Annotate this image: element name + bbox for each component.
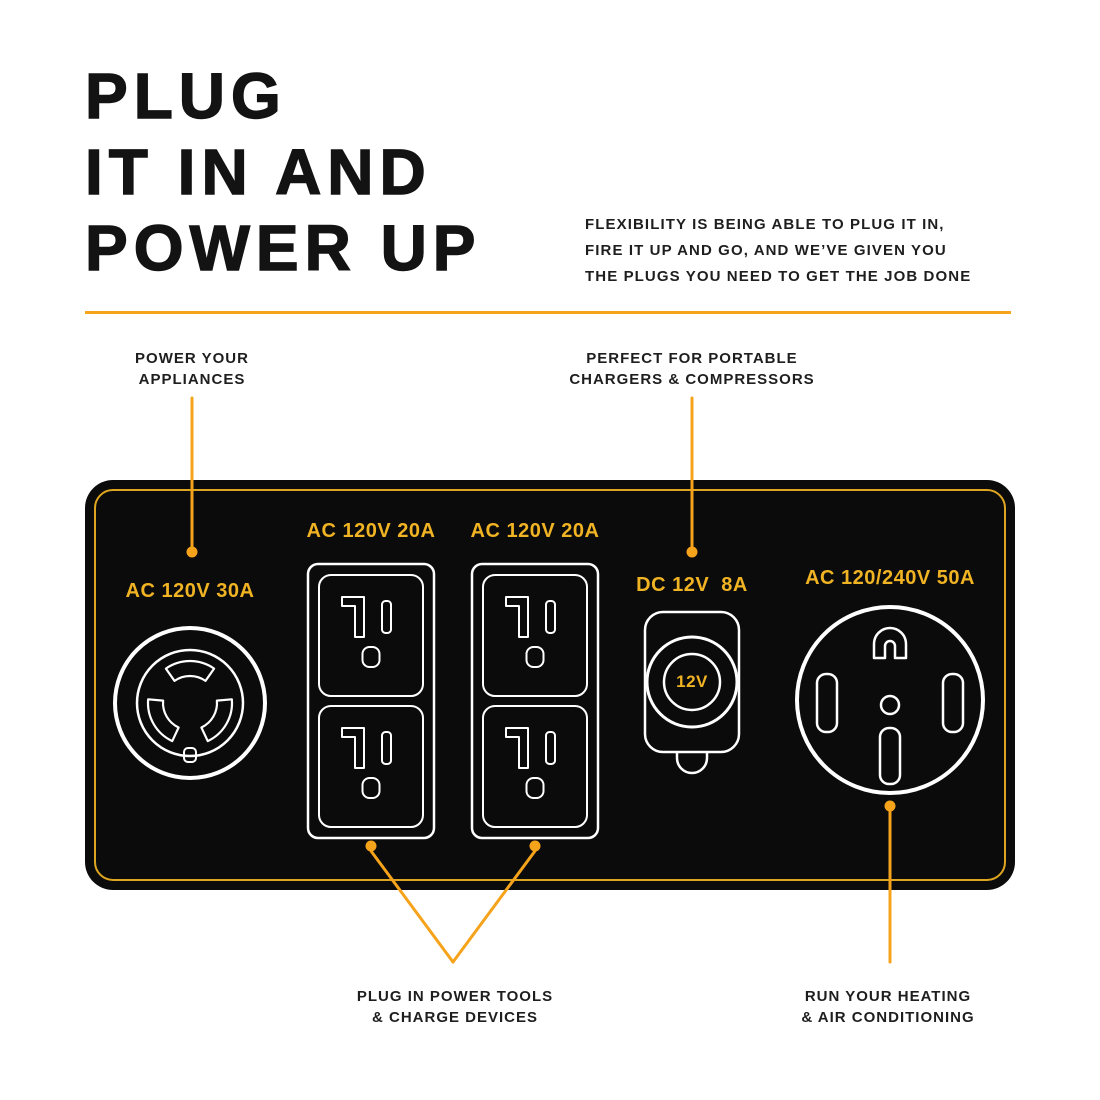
label-ac-120v-30a: AC 120V 30A bbox=[125, 580, 255, 602]
label-ac-120v-20a-left: AC 120V 20A bbox=[306, 520, 436, 542]
neutral-t-slot bbox=[505, 727, 529, 769]
intro-text: FLEXIBILITY IS BEING ABLE TO PLUG IT IN,… bbox=[585, 212, 971, 290]
neutral-slot bbox=[878, 726, 902, 786]
dc-inner-ring bbox=[662, 652, 722, 712]
dc-outer-ring bbox=[645, 635, 739, 729]
hot-slot bbox=[545, 731, 556, 765]
twist-lock-slots bbox=[146, 659, 234, 743]
ground-hole bbox=[525, 646, 545, 668]
callout-line: PLUG IN POWER TOOLS bbox=[356, 988, 554, 1005]
callout-line: PERFECT FOR PORTABLE bbox=[586, 350, 798, 367]
hot-slot bbox=[381, 600, 392, 634]
duplex-frame bbox=[470, 562, 600, 840]
dc-cover-tab bbox=[675, 752, 709, 775]
callout-line: POWER YOUR bbox=[135, 350, 249, 367]
callout-power-appliances: POWER YOUR APPLIANCES bbox=[92, 348, 292, 390]
callout-power-tools: PLUG IN POWER TOOLS & CHARGE DEVICES bbox=[330, 986, 580, 1028]
label-ac-120-240v-50a: AC 120/240V 50A bbox=[805, 567, 975, 589]
divider-rule bbox=[85, 311, 1011, 314]
label-ac-120v-20a-right: AC 120V 20A bbox=[470, 520, 600, 542]
title-line-3: POWER UP bbox=[84, 211, 482, 284]
outlet-panel: AC 120V 30A AC 120V 20A AC 120V 20A DC 1… bbox=[85, 480, 1015, 890]
hot-slot bbox=[381, 731, 392, 765]
page-title: PLUG IT IN AND POWER UP bbox=[84, 58, 482, 286]
ground-hole bbox=[525, 777, 545, 799]
receptacle-bottom bbox=[318, 705, 424, 828]
dc-cover-plate bbox=[643, 610, 741, 754]
callout-line: RUN YOUR HEATING bbox=[804, 988, 972, 1005]
ground-hole bbox=[361, 646, 381, 668]
receptacle-bottom bbox=[482, 705, 588, 828]
keyway-notch bbox=[183, 747, 197, 763]
hot-slot-left bbox=[815, 672, 839, 734]
callout-line: APPLIANCES bbox=[138, 371, 246, 388]
intro-line-3: THE PLUGS YOU NEED TO GET THE JOB DONE bbox=[585, 268, 972, 285]
ground-slot bbox=[872, 626, 908, 660]
dc-outlet-12v-text: 12V bbox=[676, 672, 708, 691]
neutral-t-slot bbox=[505, 596, 529, 638]
title-line-2: IT IN AND bbox=[84, 135, 432, 208]
twist-lock-outlet-icon bbox=[113, 626, 267, 780]
intro-line-1: FLEXIBILITY IS BEING ABLE TO PLUG IT IN, bbox=[585, 216, 945, 233]
receptacle-top bbox=[482, 574, 588, 697]
duplex-frame bbox=[306, 562, 436, 840]
neutral-t-slot bbox=[341, 727, 365, 769]
callout-line: & CHARGE DEVICES bbox=[371, 1009, 539, 1026]
callout-portable-chargers: PERFECT FOR PORTABLE CHARGERS & COMPRESS… bbox=[567, 348, 817, 390]
hot-slot-right bbox=[941, 672, 965, 734]
neutral-t-slot bbox=[341, 596, 365, 638]
intro-line-2: FIRE IT UP AND GO, AND WE’VE GIVEN YOU bbox=[585, 242, 947, 259]
duplex-outlet-right-icon bbox=[470, 562, 600, 840]
callout-heating-ac: RUN YOUR HEATING & AIR CONDITIONING bbox=[763, 986, 1013, 1028]
range-50a-outlet-icon bbox=[795, 605, 985, 795]
callout-line: & AIR CONDITIONING bbox=[801, 1009, 975, 1026]
ground-hole bbox=[361, 777, 381, 799]
outlet-outer-ring bbox=[113, 626, 267, 780]
callout-line: CHARGERS & COMPRESSORS bbox=[569, 371, 815, 388]
title-line-1: PLUG bbox=[84, 59, 287, 132]
label-dc-12v-8a: DC 12V 8A bbox=[636, 574, 748, 596]
mounting-hole bbox=[879, 694, 901, 716]
outlet-inner-ring bbox=[135, 648, 245, 758]
receptacle-top bbox=[318, 574, 424, 697]
duplex-outlet-left-icon bbox=[306, 562, 436, 840]
dc-12v-outlet-icon bbox=[643, 610, 741, 775]
outlet-outer-ring bbox=[795, 605, 985, 795]
hot-slot bbox=[545, 600, 556, 634]
